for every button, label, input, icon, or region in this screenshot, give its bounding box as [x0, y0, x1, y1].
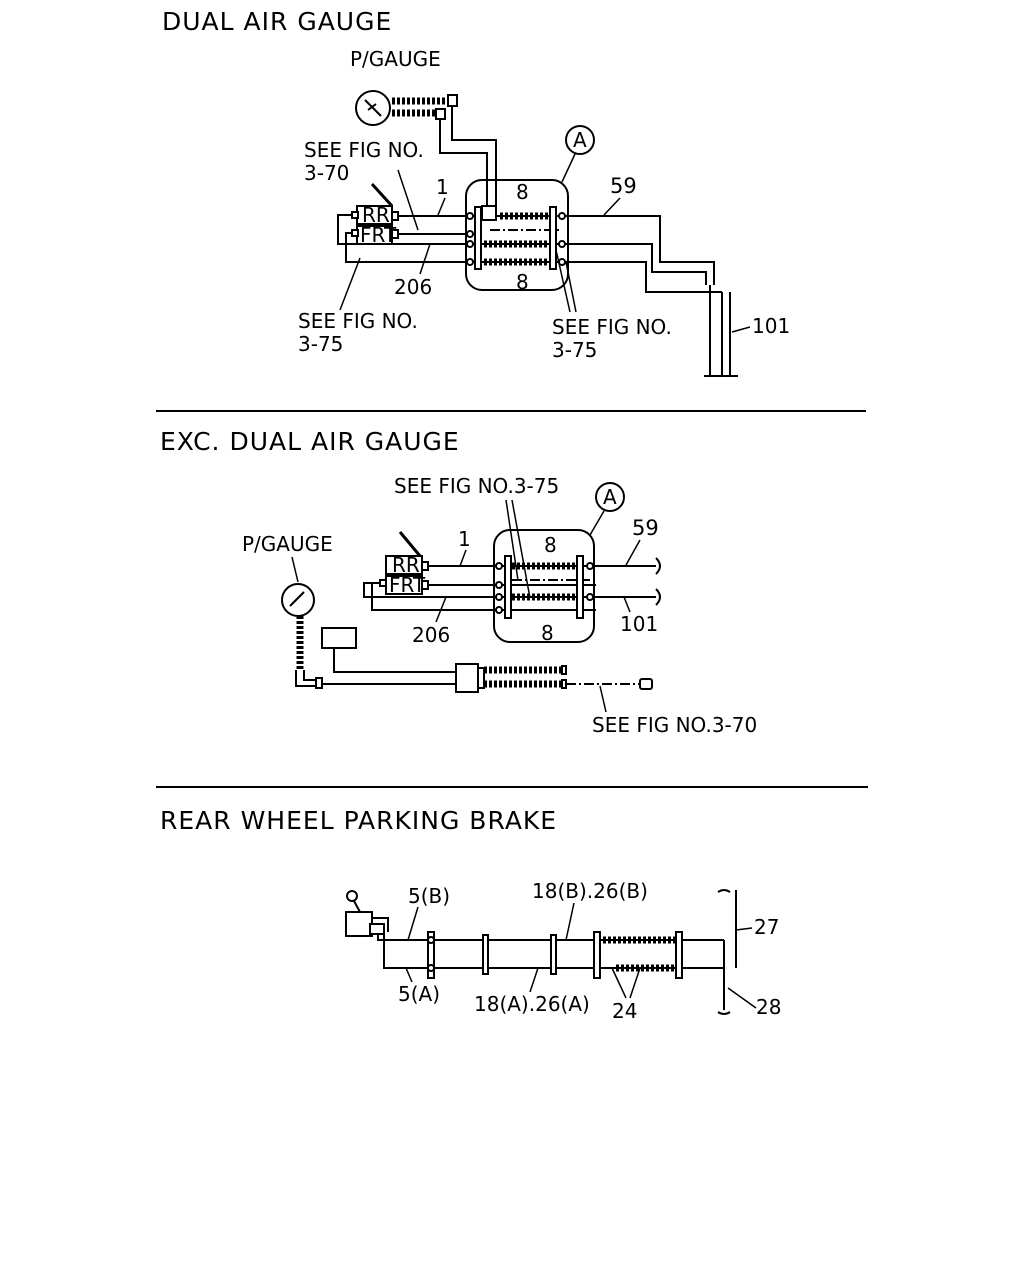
- parking-part-18a: 18(A).26(A): [474, 992, 590, 1016]
- dual-pipes-left: [337, 214, 470, 263]
- parking-part-28: 28: [756, 995, 781, 1019]
- exc-pressure-gauge-icon: [281, 583, 315, 617]
- exc-part-1: 1: [458, 527, 471, 551]
- exc-part-206: 206: [412, 623, 450, 647]
- dual-see-3-75-right-line2: 3-75: [552, 338, 597, 362]
- exc-see-3-70: SEE FIG NO.3-70: [592, 713, 757, 737]
- exc-brake-valve: [379, 531, 429, 595]
- dual-part-101: 101: [752, 314, 790, 338]
- parking-brake-section: REAR WHEEL PARKING BRAKE 5(B): [160, 806, 781, 1023]
- exc-dual-air-gauge-section: EXC. DUAL AIR GAUGE SEE FIG NO.3-75 A RR…: [160, 427, 757, 737]
- dual-p-gauge-label: P/GAUGE: [350, 47, 441, 71]
- dual-part-59: 59: [610, 174, 637, 198]
- dual-part-1: 1: [436, 175, 449, 199]
- exc-callout-a: A: [603, 485, 617, 509]
- dual-callout-a-circle: [565, 125, 595, 155]
- exc-pipes-right: [596, 557, 661, 606]
- exc-part-59: 59: [632, 516, 659, 540]
- parking-brake-valve: [345, 890, 389, 937]
- exc-section-title: EXC. DUAL AIR GAUGE: [160, 427, 460, 456]
- exc-pipes-left: [363, 565, 498, 611]
- dual-see-3-75-left-line2: 3-75: [298, 332, 343, 356]
- exc-callout-a-circle: [595, 482, 625, 512]
- parking-part-5b: 5(B): [408, 884, 450, 908]
- dual-junction-block-a: [465, 179, 569, 291]
- dual-see-3-70-line2: 3-70: [304, 161, 349, 185]
- parking-part-18b: 18(B).26(B): [532, 879, 648, 903]
- exc-see-3-75: SEE FIG NO.3-75: [394, 474, 559, 498]
- dual-callout-a: A: [573, 128, 587, 152]
- dual-pressure-gauge-icon: [355, 90, 391, 126]
- dual-section-title: DUAL AIR GAUGE: [162, 7, 392, 36]
- exc-small-tank: [321, 627, 456, 673]
- exc-part-8-bottom: 8: [541, 621, 554, 645]
- dual-gauge-hose: [392, 94, 497, 214]
- dual-part-8-top: 8: [516, 180, 529, 204]
- exc-p-gauge-label: P/GAUGE: [242, 532, 333, 556]
- exc-valve-rr-label: RR: [392, 553, 420, 577]
- parking-part-24: 24: [612, 999, 637, 1023]
- dual-see-3-75-right-line1: SEE FIG NO.: [552, 315, 672, 339]
- parking-section-title: REAR WHEEL PARKING BRAKE: [160, 806, 557, 835]
- dual-see-3-70-line1: SEE FIG NO.: [304, 138, 424, 162]
- exc-part-101: 101: [620, 612, 658, 636]
- exc-junction-block-a: [493, 529, 596, 643]
- exc-valve-frt-label: FRT: [389, 573, 426, 597]
- dual-air-gauge-section: DUAL AIR GAUGE P/GAUGE SEE FIG NO. 3-70: [162, 7, 790, 377]
- dual-valve-rr-label: RR: [362, 203, 390, 227]
- dual-part-8-bottom: 8: [516, 270, 529, 294]
- parking-pipes: [377, 889, 737, 1015]
- dual-brake-valve: [351, 182, 399, 245]
- parking-part-5a: 5(A): [398, 982, 440, 1006]
- exc-lower-junction: [455, 663, 653, 693]
- exc-gauge-hose: [295, 616, 456, 689]
- exc-part-8-top: 8: [544, 533, 557, 557]
- dual-part-206: 206: [394, 275, 432, 299]
- dual-pipes-right: [566, 215, 738, 377]
- parking-part-27: 27: [754, 915, 779, 939]
- dual-see-3-75-left-line1: SEE FIG NO.: [298, 309, 418, 333]
